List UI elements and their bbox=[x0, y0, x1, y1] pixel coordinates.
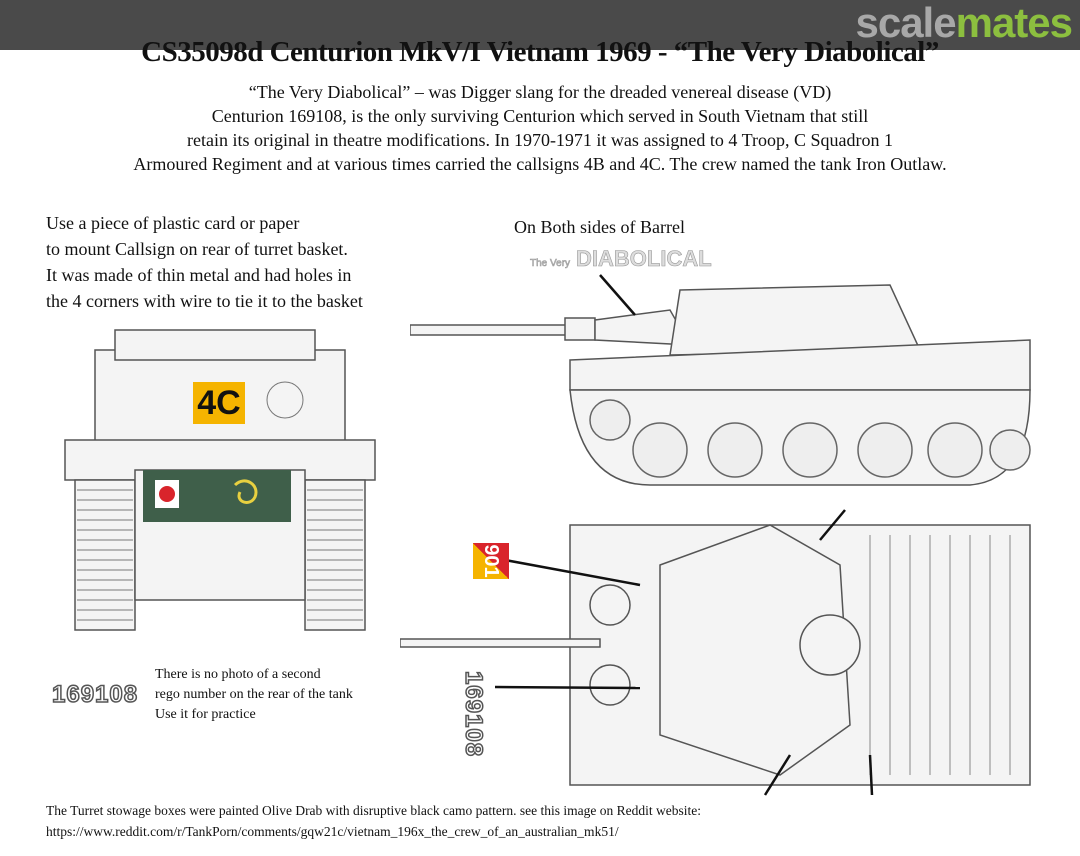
intro-line: retain its original in theatre modificat… bbox=[187, 130, 893, 150]
decal-large: DIABOLICAL bbox=[576, 246, 712, 272]
footer-line: The Turret stowage boxes were painted Ol… bbox=[46, 803, 701, 818]
tank-top-view bbox=[400, 509, 1031, 796]
barrel-decal: The Very DIABOLICAL bbox=[530, 246, 712, 272]
intro-line: “The Very Diabolical” – was Digger slang… bbox=[248, 82, 832, 102]
rego-number-vertical: 169108 bbox=[459, 670, 488, 758]
rego-number: 169108 bbox=[51, 680, 139, 709]
note-line: Use it for practice bbox=[155, 707, 256, 722]
note-line: Use a piece of plastic card or paper bbox=[46, 213, 300, 233]
side-number-decal: 901 bbox=[473, 543, 509, 579]
barrel-note: On Both sides of Barrel bbox=[514, 217, 685, 237]
note-line: rego number on the rear of the tank bbox=[155, 687, 353, 702]
intro-line: Centurion 169108, is the only surviving … bbox=[211, 106, 869, 126]
note-line: the 4 corners with wire to tie it to the… bbox=[46, 291, 363, 311]
rego-note: There is no photo of a second rego numbe… bbox=[155, 665, 353, 725]
scalemates-logo[interactable]: scalemates bbox=[855, 0, 1073, 46]
note-line: There is no photo of a second bbox=[155, 667, 321, 682]
note-line: to mount Callsign on rear of turret bask… bbox=[46, 239, 348, 259]
intro-line: Armoured Regiment and at various times c… bbox=[133, 154, 947, 174]
page-title: CS35098d Centurion MkV/I Vietnam 1969 - … bbox=[141, 36, 939, 68]
decal-small: The Very bbox=[530, 258, 571, 270]
note-line: It was made of thin metal and had holes … bbox=[46, 265, 352, 285]
callsign-plate: 4C bbox=[193, 382, 245, 424]
top-bar: scalemates bbox=[0, 0, 1080, 50]
reddit-link[interactable]: https://www.reddit.com/r/TankPorn/commen… bbox=[46, 824, 619, 839]
intro-text: “The Very Diabolical” – was Digger slang… bbox=[0, 80, 1080, 176]
footer-note: The Turret stowage boxes were painted Ol… bbox=[46, 800, 701, 842]
tank-rear-view bbox=[64, 329, 376, 631]
tank-side-view bbox=[410, 274, 1031, 486]
callsign-note: Use a piece of plastic card or paper to … bbox=[46, 210, 363, 314]
